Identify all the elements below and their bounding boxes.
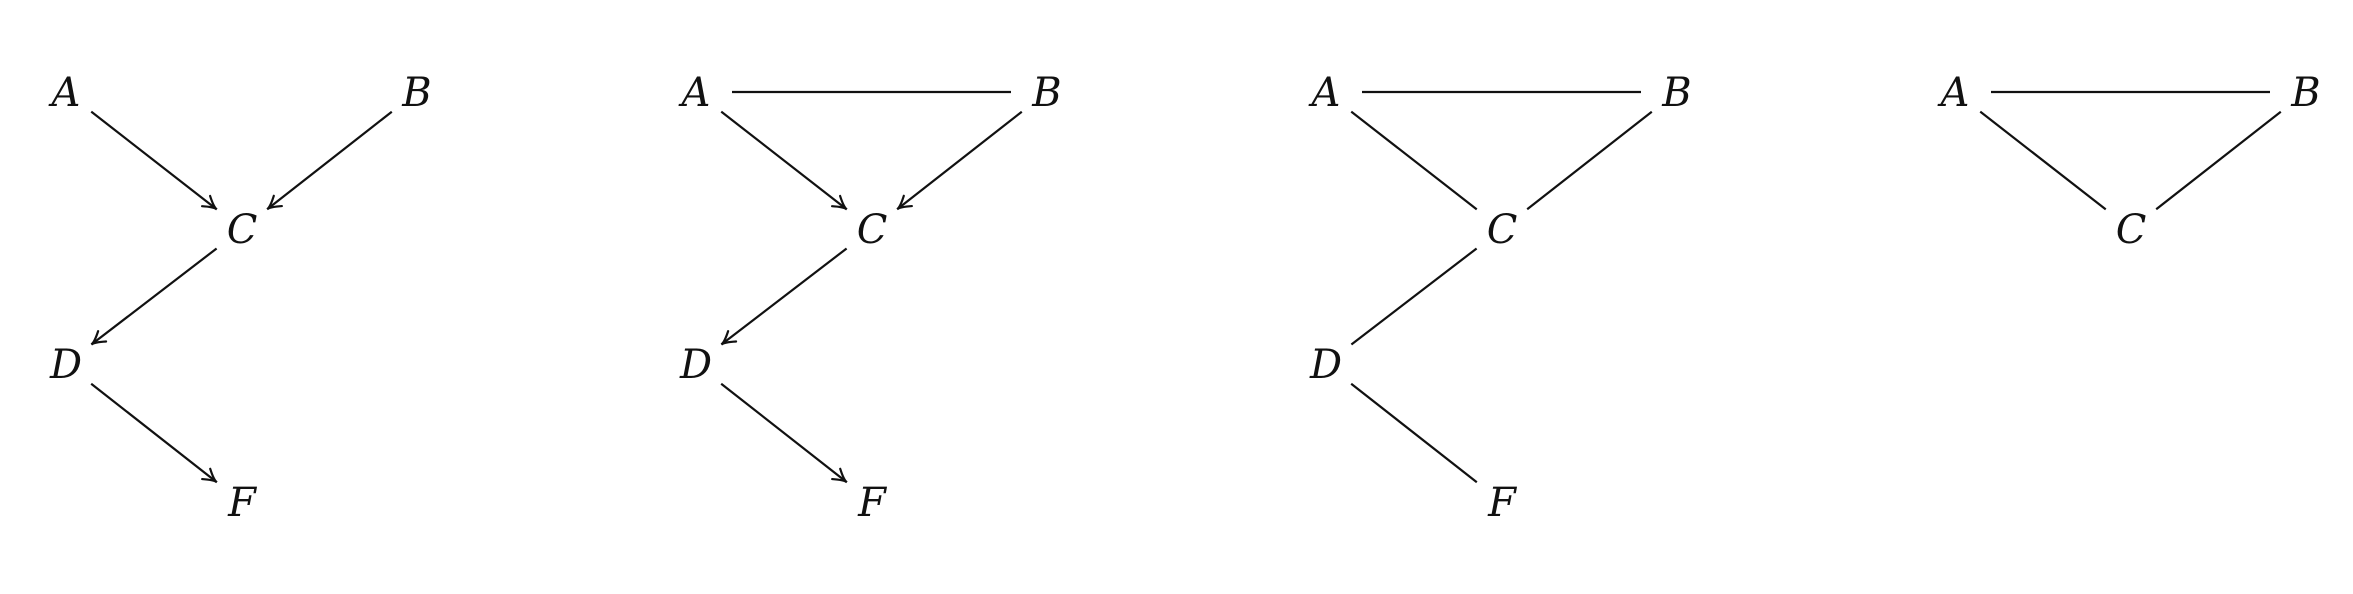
edge-b-c: [1526, 110, 1653, 211]
arrowhead-icon: [896, 194, 913, 211]
node-f: F: [1487, 480, 1517, 526]
node-a: A: [1937, 70, 1970, 116]
edge-b-c: [896, 110, 1023, 211]
edge-c-d: [90, 247, 218, 346]
edge-a-c: [1979, 110, 2107, 211]
edge-b-c: [2155, 110, 2282, 211]
arrowhead-icon: [720, 330, 738, 346]
node-d: D: [49, 342, 82, 388]
edge-line: [2155, 110, 2282, 211]
edge-line: [896, 110, 1023, 211]
arrowhead-icon: [90, 330, 108, 346]
edge-b-c: [266, 110, 393, 211]
node-a: A: [1308, 70, 1341, 116]
edge-a-c: [90, 110, 218, 211]
edge-d-f: [720, 382, 848, 484]
edge-line: [720, 382, 848, 484]
node-d: D: [1309, 342, 1342, 388]
arrowhead-icon: [831, 467, 848, 484]
arrowhead-icon: [266, 194, 283, 211]
node-f: F: [857, 480, 887, 526]
node-f: F: [227, 480, 257, 526]
node-a: A: [678, 70, 711, 116]
edge-line: [90, 382, 218, 484]
edge-line: [1350, 247, 1478, 346]
edge-a-c: [720, 110, 848, 211]
edge-line: [720, 110, 848, 211]
node-b: B: [1661, 70, 1691, 116]
graph-panel-2: A B C D F: [678, 70, 1062, 526]
node-d: D: [679, 342, 712, 388]
edge-d-f: [90, 382, 218, 484]
edge-line: [90, 247, 218, 346]
node-a: A: [48, 70, 81, 116]
edge-line: [1526, 110, 1653, 211]
edge-line: [1979, 110, 2107, 211]
edge-d-f: [1350, 382, 1478, 484]
node-c: C: [2116, 207, 2147, 253]
arrowhead-icon: [830, 194, 848, 211]
edge-c-d: [720, 247, 848, 346]
node-c: C: [1487, 207, 1518, 253]
arrowhead-icon: [200, 194, 218, 211]
node-c: C: [857, 207, 888, 253]
edge-a-c: [1350, 110, 1478, 211]
graph-panel-3: A B C D F: [1308, 70, 1692, 526]
edge-line: [266, 110, 393, 211]
edge-line: [90, 110, 218, 211]
edge-c-d: [1350, 247, 1478, 346]
edge-line: [720, 247, 848, 346]
node-c: C: [227, 207, 258, 253]
node-b: B: [1031, 70, 1061, 116]
edge-line: [1350, 110, 1478, 211]
node-b: B: [401, 70, 431, 116]
edge-line: [1350, 382, 1478, 484]
node-b: B: [2290, 70, 2320, 116]
graph-panel-1: A B C D F: [48, 70, 432, 526]
graph-panel-4: A B C: [1937, 70, 2321, 253]
